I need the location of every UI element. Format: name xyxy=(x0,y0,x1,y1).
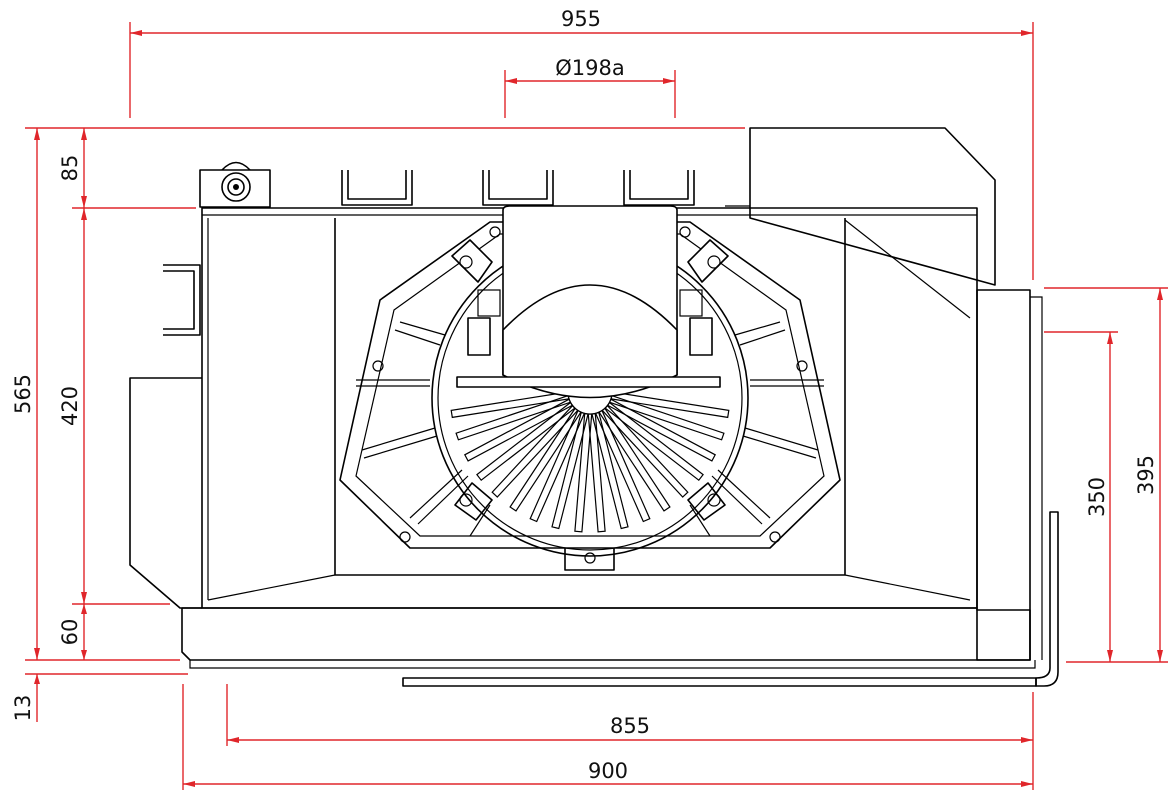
fan-blade xyxy=(491,404,579,498)
dimensions: 955 Ø198a 565 85 420 60 xyxy=(11,7,1168,790)
cable-gland xyxy=(221,161,251,171)
dim-base-width: 900 xyxy=(588,759,628,783)
right-bracket xyxy=(1035,511,1059,687)
fan-blade xyxy=(476,401,576,482)
fan-blade xyxy=(601,404,689,498)
fan-blade xyxy=(587,412,606,533)
dim-top-offset: 85 xyxy=(58,155,82,182)
fan-blade xyxy=(455,394,572,441)
right-column xyxy=(976,289,1031,661)
right-top-block xyxy=(749,127,996,286)
fan-blade xyxy=(574,412,593,533)
dim-side-height-outer: 395 xyxy=(1134,455,1158,495)
left-side-panel xyxy=(129,377,202,609)
inner-tray xyxy=(334,218,846,576)
dim-fan-diameter: Ø198a xyxy=(555,56,624,80)
fan-blade xyxy=(551,411,589,530)
fan-assembly xyxy=(339,205,841,571)
dim-overall-width: 955 xyxy=(561,7,601,31)
fan-blade xyxy=(450,391,570,419)
fan-blade xyxy=(604,401,704,482)
housing-outline xyxy=(129,127,1059,687)
dim-base-height: 60 xyxy=(58,619,82,646)
dim-overall-height: 565 xyxy=(11,374,35,414)
fan-blade xyxy=(529,409,586,523)
base-plate xyxy=(181,607,1031,661)
frame-spokes xyxy=(356,321,824,537)
fan-blade xyxy=(509,407,582,512)
dim-foot-height: 13 xyxy=(11,695,35,722)
mounting-holes xyxy=(372,226,808,564)
fan-blade xyxy=(591,411,629,530)
fan-blades xyxy=(450,391,730,533)
fan-blade xyxy=(463,398,574,462)
fan-blade xyxy=(598,407,671,512)
fan-blade xyxy=(606,398,717,462)
fan-frame xyxy=(339,221,841,549)
dim-inner-width: 855 xyxy=(610,714,650,738)
bottom-rail xyxy=(402,677,1037,687)
dim-side-height-inner: 350 xyxy=(1085,477,1109,517)
fan-blade xyxy=(608,394,725,441)
fan-blade xyxy=(610,391,730,419)
dim-body-height: 420 xyxy=(58,386,82,426)
fan-lugs xyxy=(451,239,729,521)
fan-blade xyxy=(594,409,651,523)
